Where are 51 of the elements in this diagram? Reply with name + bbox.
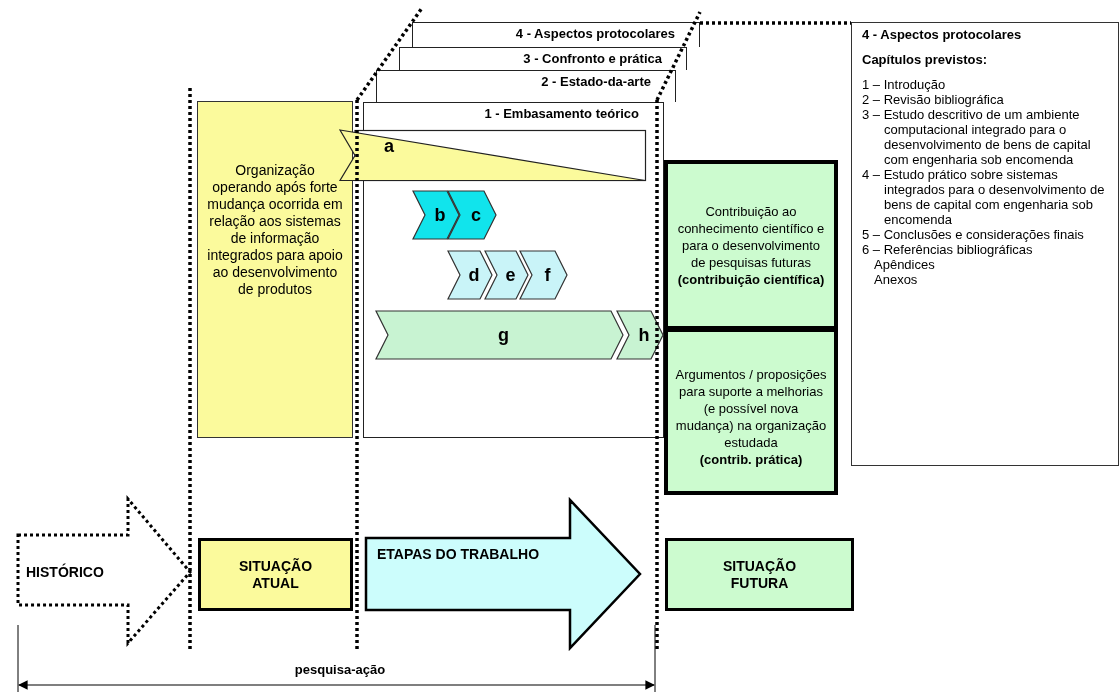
dotted-block-arrow [16,497,192,647]
wedge-shape [340,130,646,181]
dimension-label: pesquisa-ação [293,662,387,677]
step-letter: g [498,324,509,346]
list-item: 6 – Referências bibliográficas [862,242,1034,257]
chevron-shape [520,251,567,299]
chevron-shape [448,251,492,299]
page-card [412,22,700,47]
node-note: (contrib. prática) [699,450,803,468]
pointed-banner [365,498,642,650]
node-label: ETAPAS DO TRABALHO [377,546,540,562]
page-title: 2 - Estado-da-arte [540,73,651,91]
chevron-shape [617,311,663,359]
chapter-list-card [851,22,1119,466]
step-letter: f [544,264,551,286]
node-label: SITUAÇÃO ATUAL [237,557,314,592]
list-subheading: Capítulos previstos: [862,52,988,67]
step-letter: c [471,204,481,226]
page-title: 4 - Aspectos protocolares [514,25,675,43]
chevron-shape [413,191,459,239]
step-letter: d [468,264,480,286]
page-title: 3 - Confronto e prática [522,50,662,68]
node-label: SITUAÇÃO FUTURA [721,557,798,592]
text-box [665,538,854,611]
list-heading: 4 - Aspectos protocolares [862,27,1023,42]
text-box [664,160,838,330]
connector-line [700,21,851,25]
page-card [376,70,676,102]
step-letter: b [434,204,446,226]
list-item: Apêndices [873,257,936,272]
list-item: 2 – Revisão bibliográfica [862,92,1005,107]
list-item: Anexos [873,272,919,287]
step-letter: a [384,136,394,157]
text-box [197,101,353,438]
text-box [198,538,353,611]
page-card [399,47,687,70]
step-letter: e [505,264,516,286]
list-item: 5 – Conclusões e considerações finais [862,227,1085,242]
node-label: Argumentos / proposições para suporte a melhorias (e possível nova mudança) na organização estudada [674,365,828,451]
node-note: (contribuição científica) [677,270,825,288]
list-item: 4 – Estudo prático sobre sistemas integrados para o desenvolvimento de bens de capital com engenharia sob encomenda [862,167,1106,227]
list-item: 1 – Introdução [862,77,947,92]
list-item: 3 – Estudo descritivo de um ambiente computacional integrado para o desenvolvimento de bens de capital com engenharia sob encomenda [862,107,1092,167]
text-box [664,328,838,495]
chevron-shape [485,251,528,299]
chevron-shape [448,191,496,239]
node-label: HISTÓRICO [26,564,104,580]
step-letter: h [638,324,650,346]
node-label: Contribuição ao conhecimento científico e para o desenvolvimento de pesquisas futuras [676,202,826,271]
node-label: Organização operando após forte mudança ocorrida em relação aos sistemas de informação integrados para apoio ao desenvolvimento de produtos [206,161,344,298]
page-title: 1 - Embasamento teórico [483,105,639,123]
